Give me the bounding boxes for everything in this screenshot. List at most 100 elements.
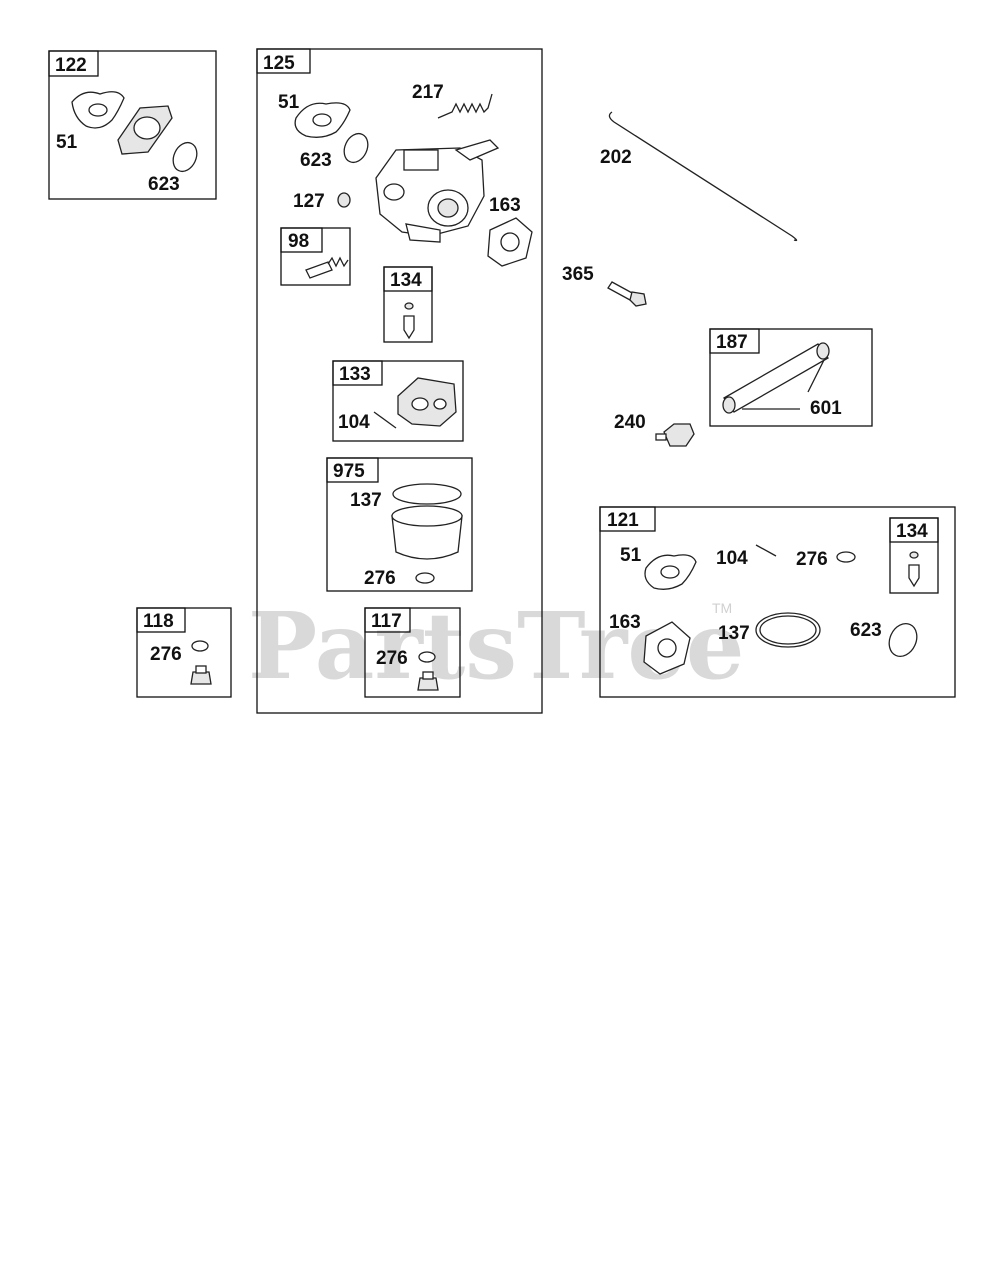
bowl-nut-part[interactable] (190, 671, 212, 685)
assembly-122-frame (48, 50, 217, 200)
label-623: 623 (850, 620, 882, 641)
part-240[interactable]: 240 (614, 412, 695, 447)
assembly-121-frame (599, 506, 956, 698)
assembly-122-tab (48, 50, 99, 77)
assembly-975[interactable]: 975 137 276 (326, 457, 473, 592)
clamp-601-part-2[interactable] (816, 342, 830, 360)
assembly-187-number: 187 (716, 332, 748, 353)
needle-part[interactable] (403, 315, 415, 340)
assembly-122[interactable]: 122 51 623 (48, 50, 217, 200)
label-104: 104 (716, 548, 748, 569)
filter-240-part[interactable] (663, 423, 695, 447)
assembly-98[interactable]: 98 (280, 227, 351, 286)
assembly-133[interactable]: 133 104 (332, 360, 464, 442)
screw-365-head (629, 291, 647, 307)
label-51: 51 (620, 545, 642, 566)
assembly-125-number: 125 (263, 53, 295, 74)
spacer-bore (133, 116, 161, 140)
washer-276-part[interactable] (836, 551, 856, 563)
label-163: 163 (489, 195, 521, 216)
needle-seat-part[interactable] (404, 302, 414, 310)
label-163: 163 (609, 612, 641, 633)
gasket-51-hole (660, 565, 680, 579)
assembly-121-134[interactable]: 134 (889, 517, 939, 594)
assembly-118[interactable]: 118 276 (136, 607, 232, 698)
assembly-117-number: 117 (371, 611, 402, 632)
assembly-125[interactable]: 125 51 623 217 127 163 98 (256, 48, 543, 714)
float-slot (411, 397, 429, 411)
assembly-134[interactable]: 134 (383, 266, 433, 343)
o-ring-623-part[interactable] (340, 130, 373, 166)
assembly-187[interactable]: 187 601 (709, 328, 873, 427)
screw-part[interactable] (305, 261, 333, 279)
plug-127-part[interactable] (337, 192, 351, 208)
label-240: 240 (614, 412, 646, 433)
filter-240-nozzle (655, 433, 667, 441)
label-202: 202 (600, 147, 632, 168)
assembly-125-tab (256, 48, 311, 74)
label-276: 276 (150, 644, 182, 665)
assembly-117[interactable]: 117 276 (364, 607, 461, 698)
gasket-163-hole (657, 638, 677, 658)
label-276: 276 (796, 549, 828, 570)
assembly-125-frame (256, 48, 543, 714)
watermark-tm: TM (712, 600, 732, 616)
assembly-117-frame (364, 607, 461, 698)
assembly-133-number: 133 (339, 364, 371, 385)
washer-276-part[interactable] (415, 572, 435, 584)
assembly-133-tab (332, 360, 383, 386)
spring-217-part[interactable] (437, 93, 493, 119)
needle-seat-part[interactable] (909, 551, 919, 559)
float-slot-2 (433, 398, 447, 410)
assembly-118-number: 118 (143, 611, 174, 632)
assembly-117-tab (364, 607, 411, 633)
governor-link-part[interactable] (608, 111, 798, 242)
bowl-gasket-137-part[interactable] (392, 483, 462, 505)
label-51: 51 (56, 132, 78, 153)
label-137: 137 (350, 490, 382, 511)
assembly-122-number: 122 (55, 55, 87, 76)
assembly-975-number: 975 (333, 461, 365, 482)
assembly-975-frame (326, 457, 473, 592)
bowl-gasket-137-inner (759, 615, 817, 645)
assembly-187-frame (709, 328, 873, 427)
gasket-51-hole (312, 113, 332, 127)
label-104: 104 (338, 412, 370, 433)
assembly-975-tab (326, 457, 379, 483)
gasket-51-hole (88, 103, 108, 117)
float-bowl-part[interactable] (391, 515, 463, 560)
assembly-134-number: 134 (390, 270, 422, 291)
hinge-pin-104-part[interactable] (755, 544, 777, 557)
label-127: 127 (293, 191, 325, 212)
assembly-98-tab (280, 227, 323, 253)
label-365: 365 (562, 264, 594, 285)
assembly-98-number: 98 (288, 231, 309, 252)
label-623: 623 (148, 174, 180, 195)
assembly-121-number: 121 (607, 510, 639, 531)
carburetor-body-part[interactable] (375, 139, 500, 243)
bowl-nut-stem (195, 665, 207, 674)
o-ring-623-part[interactable] (169, 139, 202, 175)
washer-276-part[interactable] (191, 640, 209, 652)
washer-276-part[interactable] (418, 651, 436, 663)
assembly-121-134-number: 134 (896, 521, 928, 542)
label-601: 601 (810, 398, 842, 419)
part-202[interactable]: 202 (600, 111, 798, 242)
bowl-nut-stem (422, 671, 434, 680)
assembly-121[interactable]: 121 51 104 276 163 137 623 134 (599, 506, 956, 698)
needle-part[interactable] (908, 564, 920, 588)
label-276: 276 (376, 648, 408, 669)
hinge-pin-104-part[interactable] (373, 411, 397, 429)
assembly-187-tab (709, 328, 760, 354)
screw-spring-part[interactable] (327, 256, 349, 268)
clamp-601-part[interactable] (722, 396, 736, 414)
leader-601-b (807, 359, 825, 393)
bowl-nut-part[interactable] (417, 677, 439, 691)
o-ring-623-part[interactable] (884, 619, 922, 661)
label-217: 217 (412, 82, 444, 103)
part-365[interactable]: 365 (562, 264, 647, 307)
assembly-133-frame (332, 360, 464, 442)
float-bowl-rim (391, 505, 463, 527)
label-276: 276 (364, 568, 396, 589)
